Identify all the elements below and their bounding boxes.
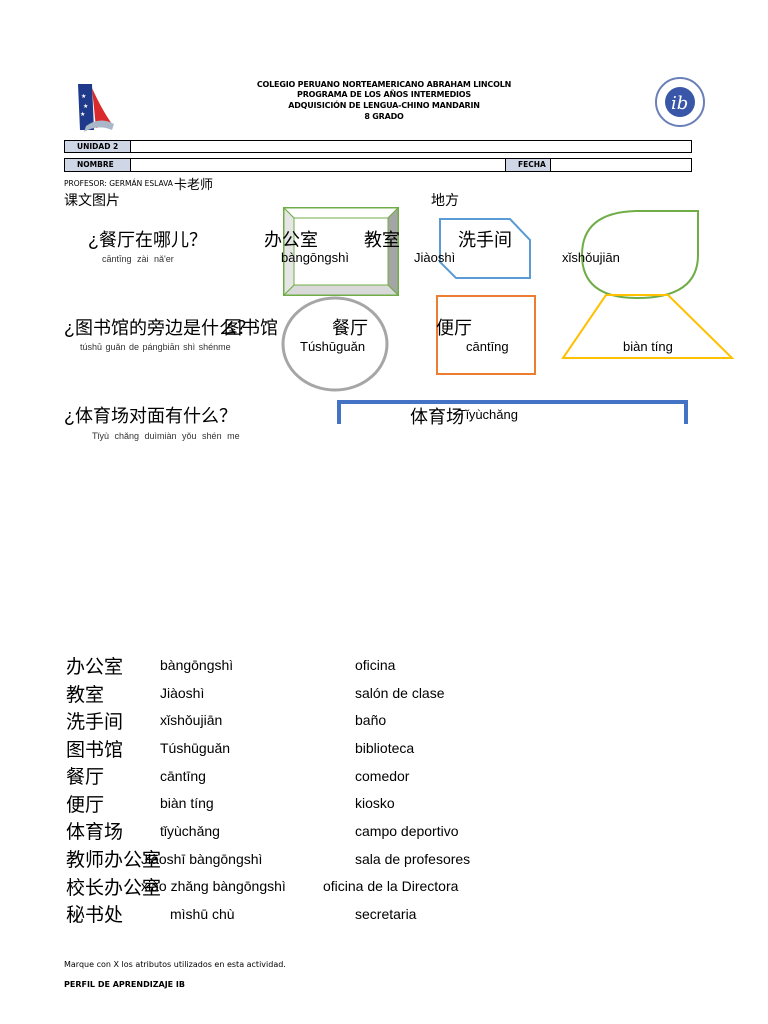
vocab-han: 便厅 (66, 795, 105, 816)
vocab-spanish: secretaria (355, 906, 417, 922)
svg-text:★: ★ (81, 93, 86, 100)
profesor-han: 卡老师 (174, 177, 214, 192)
vocab-han: 教室 (66, 685, 105, 706)
shape-5-pinyin: cāntīng (466, 339, 509, 354)
question-1: ¿餐厅在哪儿？ (88, 230, 207, 250)
vocab-han: 秘书处 (66, 905, 124, 926)
question-2: ¿图书馆的旁边是什么？ (64, 318, 255, 338)
vocab-han: 图书馆 (66, 740, 124, 761)
vocab-spanish: oficina (355, 657, 396, 673)
orange-rect-shape (436, 295, 536, 375)
unidad-label: UNIDAD 2 (65, 141, 131, 152)
vocab-pinyin: mìshū chù (170, 906, 235, 922)
vocab-pinyin: Jiàoshì (160, 685, 205, 701)
vocab-pinyin: xiào zhǎng bàngōngshì (141, 878, 286, 894)
course-name: ADQUISICIÓN DE LENGUA-CHINO MANDARIN (288, 101, 480, 110)
perfil-heading: PERFIL DE APRENDIZAJE IB (64, 980, 185, 989)
grade-level: 8 GRADO (364, 112, 404, 121)
shape-3-pinyin: xǐshǒujiān (562, 250, 620, 265)
vocab-pinyin: tǐyùchǎng (160, 823, 220, 839)
shape-2-pinyin: Jiàoshì (414, 250, 456, 265)
shape-6-han: 便厅 (436, 318, 472, 338)
svg-text:★: ★ (83, 103, 88, 110)
vocab-han: 洗手间 (66, 712, 124, 733)
nombre-label: NOMBRE (65, 159, 131, 171)
vocab-list: 办公室 bàngōngshì oficina 教室 Jiàoshì salón … (0, 650, 768, 930)
vocab-spanish: biblioteca (355, 740, 415, 756)
fecha-label: FECHA (505, 159, 551, 171)
vocab-spanish: baño (355, 712, 387, 728)
shape-1-pinyin: bàngōngshì (281, 250, 349, 265)
vocab-han: 教师办公室 (66, 850, 162, 871)
shape-7-han: 体育场 (410, 407, 464, 427)
program-name: PROGRAMA DE LOS AÑOS INTERMEDIOS (297, 90, 471, 99)
vocab-pinyin: xǐshǒujiān (160, 712, 223, 728)
shape-4-han: 图书馆 (224, 318, 278, 338)
vocab-pinyin: Túshūguǎn (160, 740, 231, 756)
school-name: COLEGIO PERUANO NORTEAMERICANO ABRAHAM L… (256, 80, 512, 89)
school-logo: ★ ★ ★ (72, 80, 116, 136)
vocab-spanish: campo deportivo (355, 823, 459, 839)
section-title-right: 地方 (431, 192, 459, 208)
gray-circle-shape (281, 296, 389, 392)
nombre-row: NOMBRE FECHA (64, 158, 692, 172)
vocab-han: 办公室 (66, 657, 124, 678)
shape-3-han: 洗手间 (458, 230, 512, 250)
shape-1-han: 办公室 (264, 230, 318, 250)
unidad-row: UNIDAD 2 (64, 140, 692, 153)
vocab-pinyin: Jiàoshī bàngōngshì (141, 851, 263, 867)
vocab-han: 餐厅 (66, 767, 105, 788)
question-2-pinyin: túshū guǎn de pángbiān shì shénme (80, 342, 231, 352)
question-3-pinyin: Tǐyù chǎng duìmiàn yǒu shén me (92, 431, 240, 441)
profesor-text: PROFESOR: GERMÁN ESLAVA (64, 179, 173, 188)
instruction-text: Marque con X los atributos utilizados en… (64, 960, 286, 969)
section-title-left: 课文图片 (64, 192, 120, 208)
shape-6-pinyin: biàn tíng (623, 339, 673, 354)
shape-4-pinyin: Túshūguǎn (300, 339, 366, 354)
blue-snip-shape (439, 218, 531, 279)
svg-text:ib: ib (671, 93, 688, 114)
question-3: ¿体育场对面有什么？ (64, 406, 237, 426)
vocab-spanish: oficina de la Directora (323, 878, 459, 894)
vocab-pinyin: bàngōngshì (160, 657, 234, 673)
vocab-spanish: sala de profesores (355, 851, 471, 867)
svg-text:★: ★ (80, 111, 85, 118)
vocab-han: 校长办公室 (66, 878, 162, 899)
ib-logo: ib (654, 76, 706, 128)
shape-7-pinyin: Tǐyùchǎng (458, 407, 518, 422)
vocab-han: 体育场 (66, 822, 124, 843)
vocab-spanish: comedor (355, 768, 410, 784)
question-1-pinyin: cāntīng zài nǎ'er (102, 254, 174, 264)
green-box-shape (282, 206, 400, 297)
vocab-pinyin: cāntīng (160, 768, 206, 784)
vocab-spanish: salón de clase (355, 685, 445, 701)
vocab-pinyin: biàn tíng (160, 795, 214, 811)
yellow-trapezoid-shape (561, 294, 735, 359)
shape-2-han: 教室 (364, 230, 400, 250)
shape-5-han: 餐厅 (332, 318, 368, 338)
green-teardrop-shape (580, 210, 699, 300)
blue-bracket-shape (337, 400, 688, 424)
vocab-spanish: kiosko (355, 795, 395, 811)
